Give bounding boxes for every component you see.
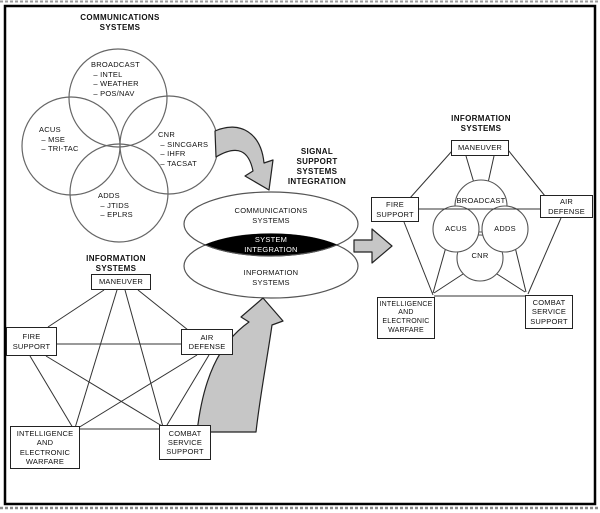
combat-service-box-right: COMBAT SERVICE SUPPORT	[525, 295, 573, 329]
link-cssv-cnr	[496, 273, 526, 293]
right-pentagon-inner-links	[432, 155, 527, 294]
link-maneuver-air	[137, 289, 189, 331]
cnr-label: CNR – SINCGARS – IHFR – TACSAT	[158, 130, 209, 168]
link-fire-iewv	[403, 221, 434, 296]
link-fire-css	[45, 355, 163, 427]
link-maneuver-fire	[47, 289, 105, 328]
link-air-css	[166, 354, 210, 426]
link-maneuver-air-right	[507, 149, 546, 197]
system-integration-label: SYSTEM INTEGRATION	[244, 235, 298, 254]
comm-systems-title: COMMUNICATIONS SYSTEMS	[80, 13, 160, 33]
signal-support-heading: SIGNAL SUPPORT SYSTEMS INTEGRATION	[287, 147, 347, 187]
link-maneuver-iew	[74, 289, 118, 429]
right-cnr-label: CNR	[471, 251, 489, 260]
broadcast-circle	[68, 48, 168, 148]
comm-to-integration-arrow	[214, 126, 274, 191]
link-cssv-adds	[514, 246, 527, 293]
link-iewv-cnr	[433, 273, 464, 294]
link-air-iew	[77, 354, 198, 429]
broadcast-label: BROADCAST – INTEL – WEATHER – POS/NAV	[91, 60, 140, 98]
integration-to-info-arrow	[353, 228, 393, 264]
info-systems-title-right: INFORMATION SYSTEMS	[451, 114, 511, 134]
maneuver-box-left: MANEUVER	[91, 274, 151, 290]
air-defense-box-left: AIR DEFENSE	[181, 329, 233, 355]
left-pentagon-links	[29, 289, 210, 430]
link-maneuver-fire-right	[409, 150, 453, 199]
adds-label: ADDS – JTIDS – EPLRS	[98, 191, 133, 220]
link-maneuver-broadcast-r	[487, 155, 495, 184]
right-adds-label: ADDS	[494, 224, 516, 233]
acus-label: ACUS – MSE – TRI-TAC	[39, 125, 79, 154]
flow-arrows	[196, 126, 393, 433]
intel-ew-box-right: INTELLIGENCE AND ELECTRONIC WARFARE	[377, 297, 435, 339]
link-iewv-acus	[432, 246, 447, 294]
maneuver-box-right: MANEUVER	[451, 140, 509, 156]
link-air-cssv	[527, 217, 562, 295]
combat-service-box-left: COMBAT SERVICE SUPPORT	[159, 425, 211, 460]
link-maneuver-css	[124, 289, 164, 428]
integration-ellipses	[183, 191, 359, 299]
ellipse-information-label: INFORMATION SYSTEMS	[243, 268, 299, 287]
fire-support-box-right: FIRE SUPPORT	[371, 197, 419, 222]
right-pentagon-edges	[403, 149, 562, 297]
right-adds-circle	[481, 205, 529, 253]
figure-frame	[3, 4, 597, 506]
adds-circle	[69, 143, 169, 243]
info-systems-title-left: INFORMATION SYSTEMS	[86, 254, 146, 274]
right-comm-circles	[432, 179, 529, 282]
link-fire-iew	[29, 355, 74, 429]
air-defense-box-right: AIR DEFENSE	[540, 195, 593, 218]
right-acus-circle	[432, 205, 480, 253]
ellipse-communications-label: COMMUNICATIONS SYSTEMS	[234, 206, 308, 225]
intel-ew-box-left: INTELLIGENCE AND ELECTRONIC WARFARE	[10, 426, 80, 469]
link-maneuver-broadcast-l	[465, 155, 475, 184]
communications-ellipse-lower-arc	[205, 244, 337, 257]
fire-support-box-left: FIRE SUPPORT	[6, 327, 57, 356]
right-acus-label: ACUS	[445, 224, 467, 233]
right-broadcast-label: BROADCAST	[456, 196, 506, 205]
info-to-integration-arrow	[196, 297, 284, 433]
